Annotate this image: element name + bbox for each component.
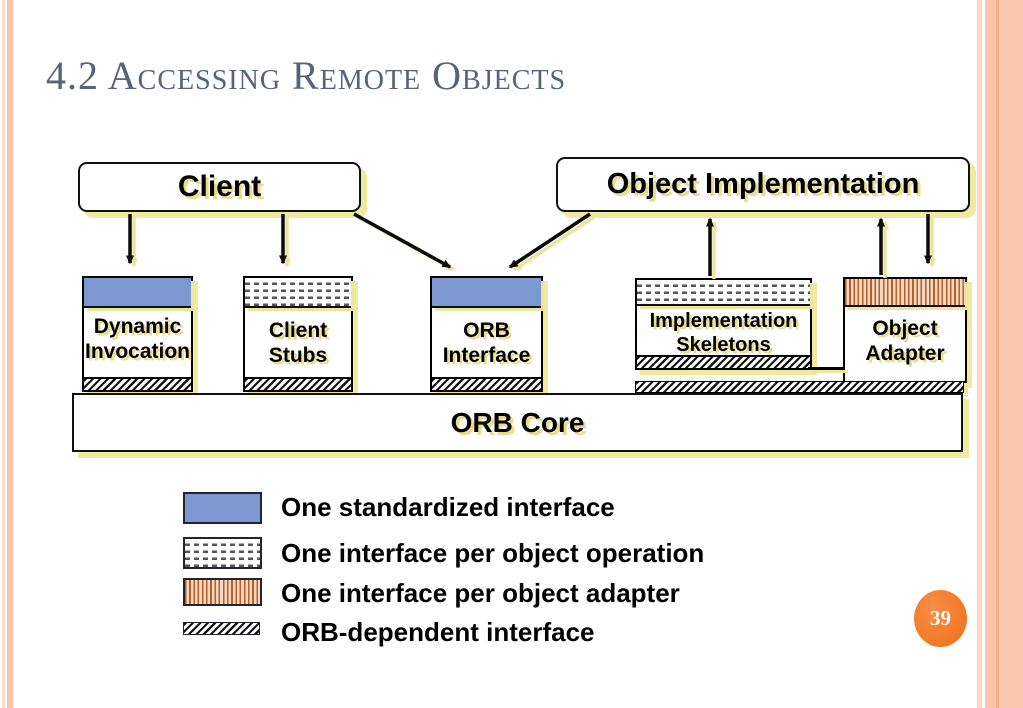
client-stubs-label: Client Stubs [268, 319, 328, 368]
client-box: Client [78, 162, 361, 212]
client-stubs-box: Client Stubs [243, 276, 353, 392]
legend-swatch-per-adapter [183, 578, 262, 606]
orb-dependent-strip [245, 377, 351, 390]
orb-interface-box: ORB Interface [430, 276, 543, 392]
right-edge-stripe-band [975, 0, 1023, 708]
orb-core-box: ORB Core [72, 393, 963, 452]
legend-label-standardized: One standardized interface [281, 492, 615, 522]
legend-swatch-per-operation [183, 537, 262, 569]
standardized-interface-strip [84, 278, 191, 308]
skeleton-adapter-connector-line [808, 367, 845, 370]
page-title: 4.2 Accessing Remote Objects [46, 53, 567, 98]
dynamic-invocation-box: Dynamic Invocation [82, 276, 193, 392]
legend-label-per-operation: One interface per object operation [281, 538, 705, 568]
object-implementation-label: Object Implementation [606, 168, 920, 200]
orb-dependent-strip [84, 377, 191, 390]
per-operation-interface-strip [245, 278, 351, 308]
object-implementation-box: Object Implementation [556, 157, 970, 212]
per-operation-interface-strip [637, 280, 810, 306]
page-number: 39 [930, 606, 951, 630]
orb-dependent-strip [637, 355, 810, 368]
orb-core-label: ORB Core [450, 406, 585, 438]
per-adapter-interface-strip [845, 279, 965, 307]
orb-dependent-strip [432, 377, 541, 390]
arrow-objimpl-to-orb-interface [508, 212, 591, 269]
client-label: Client [177, 170, 262, 203]
implementation-skeletons-box: Implementation Skeletons [635, 278, 812, 370]
implementation-skeletons-label: Implementation Skeletons [649, 310, 798, 356]
dynamic-invocation-label: Dynamic Invocation [84, 315, 190, 364]
orb-interface-label: ORB Interface [442, 319, 531, 368]
left-edge-stripe-outer [2, 0, 5, 708]
left-edge-stripe-inner [7, 0, 13, 708]
object-adapter-box: Object Adapter [843, 277, 967, 383]
object-adapter-label: Object Adapter [865, 317, 945, 366]
legend-swatch-orb-dependent [183, 622, 260, 635]
page-number-badge: 39 [914, 590, 967, 647]
standardized-interface-strip [432, 278, 541, 308]
legend-label-orb-dependent: ORB-dependent interface [281, 617, 595, 647]
legend-swatch-standardized [183, 492, 262, 524]
orb-dependent-strip-long [635, 381, 964, 393]
legend-label-per-adapter: One interface per object adapter [281, 578, 680, 608]
arrow-client-to-orb-interface [353, 212, 452, 269]
